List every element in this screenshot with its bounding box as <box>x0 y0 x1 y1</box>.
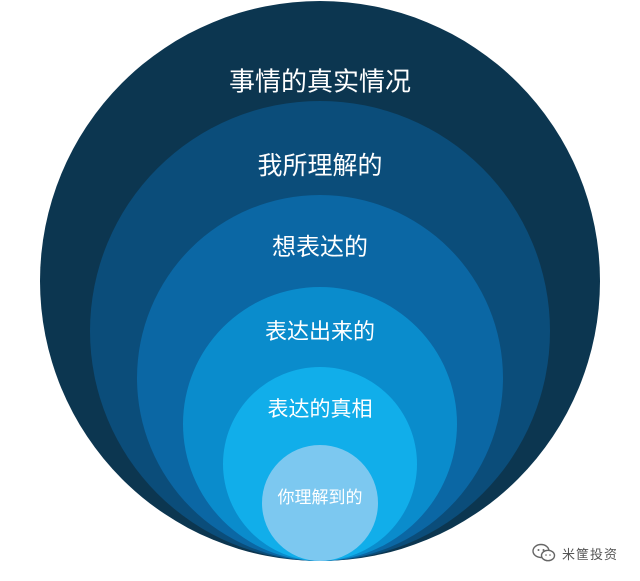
ring-label-6: 你理解到的 <box>278 488 363 508</box>
ring-label-1: 事情的真实情况 <box>229 68 411 98</box>
wechat-icon <box>532 543 556 562</box>
watermark: 米筐投资 <box>532 543 618 563</box>
watermark-text: 米筐投资 <box>561 547 618 563</box>
ring-label-4: 表达出来的 <box>265 320 375 345</box>
ring-label-3: 想表达的 <box>272 233 368 261</box>
ring-6 <box>262 445 378 561</box>
ring-label-5: 表达的真相 <box>268 397 373 421</box>
ring-label-2: 我所理解的 <box>257 151 382 180</box>
